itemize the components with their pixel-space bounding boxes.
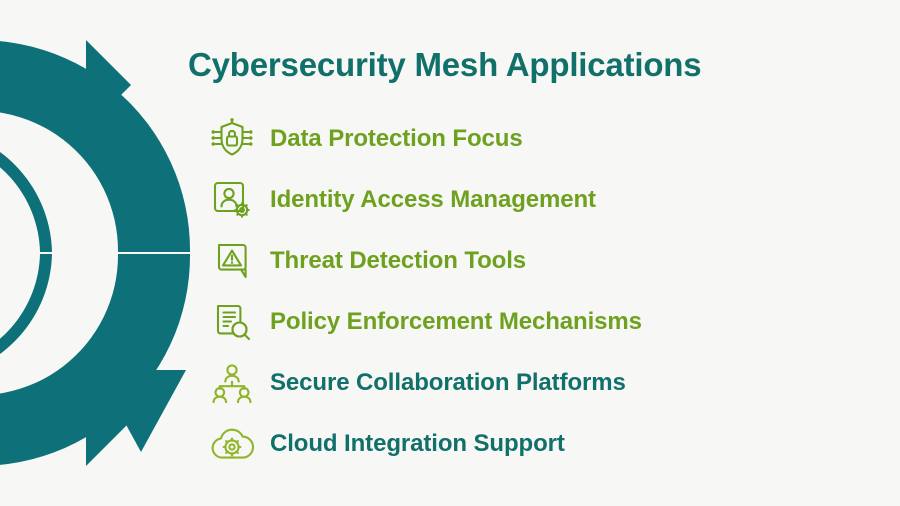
list-item[interactable]: Secure Collaboration Platforms <box>206 352 866 413</box>
page-title: Cybersecurity Mesh Applications <box>188 46 702 83</box>
feature-list: Data Protection Focus Identity Access Ma… <box>206 108 866 474</box>
list-item[interactable]: Identity Access Management <box>206 169 866 230</box>
list-item-label: Threat Detection Tools <box>270 246 527 274</box>
list-item[interactable]: Data Protection Focus <box>206 108 866 169</box>
document-magnifier-icon <box>206 299 258 345</box>
list-item-label: Data Protection Focus <box>270 124 523 152</box>
list-item[interactable]: Policy Enforcement Mechanisms <box>206 291 866 352</box>
list-item-label: Cloud Integration Support <box>270 429 565 457</box>
list-item-label: Identity Access Management <box>270 185 596 213</box>
list-item-label: Secure Collaboration Platforms <box>270 368 626 396</box>
list-item[interactable]: Cloud Integration Support <box>206 413 866 474</box>
list-item-label: Policy Enforcement Mechanisms <box>270 307 642 335</box>
people-network-icon <box>206 360 258 406</box>
warning-triangle-bubble-icon <box>206 238 258 284</box>
shield-lock-circuit-icon <box>206 116 258 162</box>
user-card-gear-icon <box>206 177 258 223</box>
arc-body <box>0 40 191 466</box>
cloud-gear-icon <box>206 421 258 467</box>
list-item[interactable]: Threat Detection Tools <box>206 230 866 291</box>
